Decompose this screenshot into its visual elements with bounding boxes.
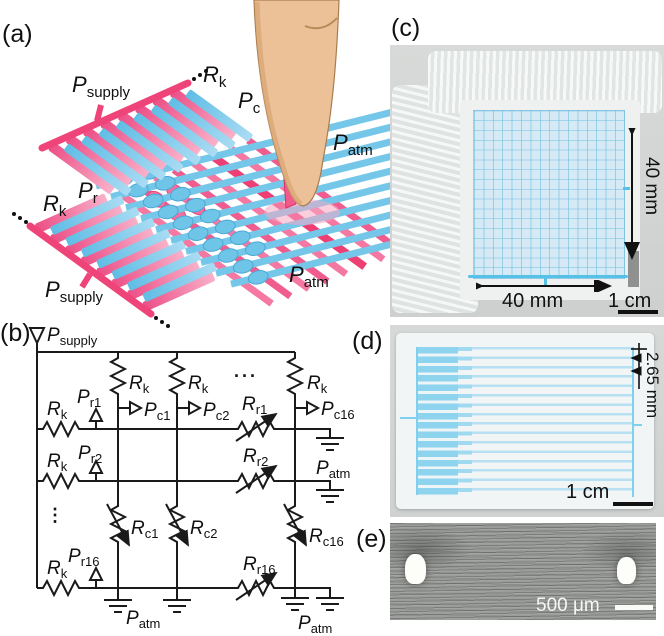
ground-symbol bbox=[315, 437, 345, 451]
panel-e-micrograph: 500 μm bbox=[390, 523, 656, 620]
ground-symbol bbox=[315, 489, 345, 503]
finger bbox=[253, 0, 340, 207]
rail-continuation-dots-top bbox=[192, 69, 208, 81]
label-p-atm-right: Patm bbox=[333, 130, 373, 159]
outlet-stub bbox=[634, 424, 642, 426]
supply-inlet-stub-top bbox=[94, 104, 104, 122]
panel-c-photo: 40 mm 40 mm 1 cm bbox=[390, 45, 664, 317]
supply-inlet-stub-bottom bbox=[79, 272, 93, 289]
scale-label: 500 μm bbox=[536, 595, 600, 616]
inlet-stub bbox=[400, 417, 416, 419]
supply-comb-bottom bbox=[12, 193, 218, 328]
label-p-r: Pr bbox=[78, 178, 98, 207]
channel-taper bbox=[458, 347, 472, 497]
scale-bar bbox=[618, 310, 658, 314]
outlet-bus bbox=[632, 347, 634, 497]
label-r-k: Rk bbox=[47, 558, 68, 581]
pitch-label: 2.65 mm bbox=[643, 352, 662, 419]
label-p-c2: Pc2 bbox=[203, 400, 229, 423]
nail-crease bbox=[304, 17, 338, 30]
label-p-r2: Pr2 bbox=[78, 443, 102, 466]
vertical-dimension-arrow bbox=[624, 128, 640, 260]
label-r-c16: Rc16 bbox=[309, 526, 344, 549]
dimension-label-vertical: 40 mm bbox=[641, 157, 662, 216]
sensing-grid bbox=[473, 110, 625, 279]
label-r-k: Rk bbox=[47, 451, 68, 474]
ellipsis-columns: ··· bbox=[234, 366, 258, 386]
device-edge-shadow bbox=[628, 251, 639, 287]
label-r-k-top: Rk bbox=[203, 62, 227, 91]
label-r-k-left: Rk bbox=[43, 191, 67, 220]
grid-bottom-channel bbox=[468, 275, 628, 278]
scale-label: 1 cm bbox=[608, 290, 652, 312]
panel-b-circuit: (b) Psupply Rk Rk Rk ··· ⋮ Rk Rk Rk Pr1 … bbox=[0, 319, 355, 636]
label-r-k: Rk bbox=[47, 399, 68, 422]
label-p-atm: Patm bbox=[316, 458, 350, 481]
label-p-c1: Pc1 bbox=[144, 400, 170, 423]
label-p-c: Pc bbox=[238, 88, 261, 117]
panel-d-photo: 2.65 mm 1 cm bbox=[390, 325, 664, 517]
ground-symbol bbox=[162, 599, 192, 613]
ground-symbol bbox=[280, 597, 310, 611]
label-p-atm: Patm bbox=[126, 608, 160, 631]
label-r-c2: Rc2 bbox=[190, 518, 217, 541]
ellipsis-rows: ⋮ bbox=[46, 505, 66, 525]
channel-port-left bbox=[405, 554, 426, 584]
rail-continuation-dots-bottom-start bbox=[12, 212, 28, 224]
horizontal-dimension-arrow bbox=[476, 280, 612, 292]
label-r-c1: Rc1 bbox=[131, 518, 158, 541]
scale-bar bbox=[613, 502, 653, 506]
supply-line bbox=[416, 347, 418, 495]
serpentine-resistor-block bbox=[418, 347, 458, 497]
pitch-marker bbox=[630, 343, 647, 389]
scale-label: 1 cm bbox=[566, 481, 610, 503]
label-p-c16: Pc16 bbox=[321, 399, 355, 422]
ground-symbol bbox=[315, 597, 345, 611]
label-r-k: Rk bbox=[188, 373, 209, 396]
sensing-channels bbox=[472, 347, 633, 497]
dimension-label-horizontal: 40 mm bbox=[502, 290, 564, 312]
label-p-atm-bottom: Patm bbox=[289, 262, 329, 291]
supply-comb-top bbox=[38, 69, 254, 197]
panel-e-label: (e) bbox=[356, 525, 387, 553]
label-r-r16: Rr16 bbox=[243, 554, 276, 577]
label-r-r2: Rr2 bbox=[243, 446, 268, 469]
rail-continuation-dots-bottom-end bbox=[154, 316, 170, 328]
label-r-k: Rk bbox=[129, 373, 150, 396]
circuit-wires bbox=[28, 327, 345, 613]
label-p-supply-top: Psupply bbox=[72, 72, 131, 101]
label-p-supply: Psupply bbox=[47, 325, 98, 348]
panel-d-label: (d) bbox=[352, 327, 383, 355]
press-highlight bbox=[264, 199, 340, 225]
label-r-r1: Rr1 bbox=[242, 394, 267, 417]
panel-a-illustration: (a) Psupply Rk Pc Patm Rk Pr Psupply Pat… bbox=[2, 0, 392, 328]
supply-arrow-icon bbox=[28, 327, 46, 346]
label-p-r16: Pr16 bbox=[68, 546, 99, 569]
supply-rail-bottom bbox=[26, 222, 155, 318]
label-p-r1: Pr1 bbox=[77, 387, 101, 410]
channel-port-right bbox=[617, 557, 636, 584]
label-r-k: Rk bbox=[307, 373, 328, 396]
label-p-supply-bottom: Psupply bbox=[45, 277, 104, 306]
panel-c-label: (c) bbox=[391, 14, 421, 42]
supply-rail-top bbox=[38, 79, 192, 152]
panel-b-label: (b) bbox=[0, 319, 31, 347]
scale-bar bbox=[615, 605, 653, 610]
panel-a-label: (a) bbox=[2, 20, 33, 48]
label-p-atm: Patm bbox=[298, 613, 332, 636]
